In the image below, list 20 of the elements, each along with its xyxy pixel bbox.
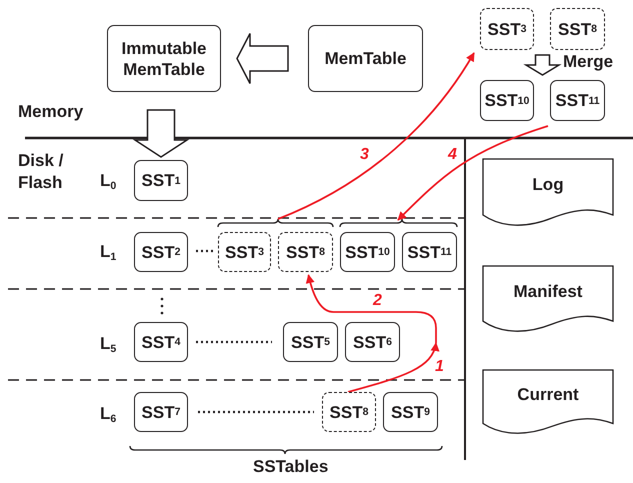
arrow <box>278 52 475 220</box>
level-label: L$_{0}$ <box>100 170 116 192</box>
memtable-box: Immutable MemTable <box>107 25 221 92</box>
arrow <box>306 274 437 343</box>
level-label: L$_{5}$ <box>100 333 116 355</box>
merge-label: Merge <box>563 51 614 73</box>
group-label: SSTables <box>253 456 328 478</box>
level-label: L$_{6}$ <box>100 403 116 425</box>
block-arrow <box>132 109 190 158</box>
block-arrow <box>523 54 562 76</box>
document-shape: Manifest <box>482 265 614 332</box>
region-label: Memory <box>18 101 84 123</box>
region-label: Disk / Flash <box>18 150 64 194</box>
memtable-box: MemTable <box>308 25 423 92</box>
document-shape: Current <box>482 369 614 434</box>
arrow <box>348 342 439 393</box>
level-label: L$_{1}$ <box>100 241 116 263</box>
arrow <box>397 125 548 221</box>
block-arrow <box>236 32 289 84</box>
document-shape: Log <box>482 158 614 226</box>
